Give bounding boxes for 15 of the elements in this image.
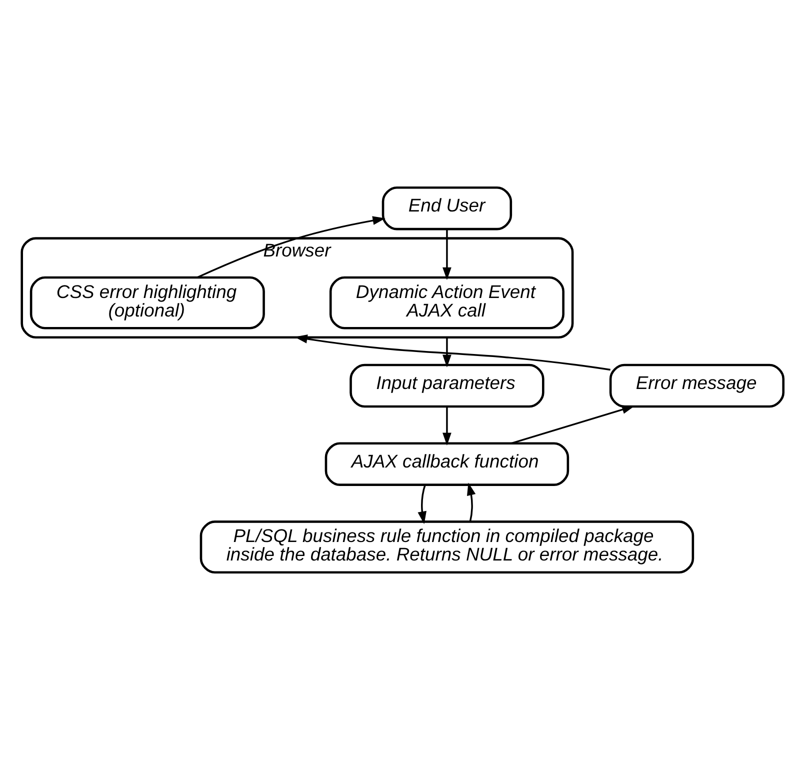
node-box: PL/SQL business rule function in compiled package inside the database. Returns NULL or error message. — [200, 520, 694, 574]
arrow — [197, 216, 386, 278]
arrow — [442, 229, 452, 280]
node-box: Error message — [609, 363, 785, 408]
arrow — [466, 482, 476, 522]
node-box: Input parameters — [350, 363, 544, 408]
arrow — [442, 336, 452, 367]
node-box: Dynamic Action Event AJAX call — [329, 276, 564, 329]
node-box: CSS error highlighting (optional) — [30, 276, 265, 329]
node-box: End User — [382, 186, 512, 230]
arrow — [442, 406, 452, 445]
arrow — [511, 404, 635, 444]
arrow — [294, 334, 610, 370]
node-box: AJAX callback function — [324, 442, 570, 486]
arrow — [418, 484, 426, 524]
